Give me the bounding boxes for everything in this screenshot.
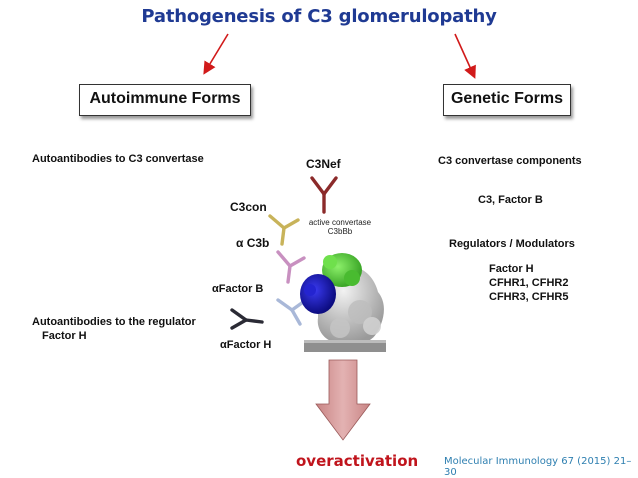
alpha-c3b-text: α C3b	[236, 236, 270, 250]
convertase-components-heading: C3 convertase components	[438, 155, 582, 167]
regulator-item: CFHR1, CFHR2	[489, 277, 569, 289]
arrow-to-genetic	[454, 33, 476, 79]
alpha-c3b-label: α C3b	[236, 236, 269, 250]
regulators-heading: Regulators / Modulators	[449, 238, 575, 250]
factor-h-antibody-icon	[230, 308, 264, 330]
factor-h-label: Factor H	[42, 330, 87, 342]
regulators-list: Factor H CFHR1, CFHR2 CFHR3, CFHR5	[489, 262, 568, 304]
c3bbb-text: C3bBb	[327, 227, 353, 236]
autoimmune-forms-box: Autoimmune Forms	[79, 84, 251, 116]
page-title: Pathogenesis of C3 glomerulopathy	[141, 6, 497, 27]
overactivation-arrow	[315, 359, 371, 441]
c3nef-antibody-icon	[310, 176, 338, 214]
active-convertase-text: active convertase	[308, 218, 372, 227]
c3con-antibody-icon	[268, 214, 300, 246]
factor-b-antibody-icon	[276, 298, 308, 326]
citation: Molecular Immunology 67 (2015) 21–30	[444, 456, 632, 478]
c3nef-label: C3Nef	[306, 157, 341, 171]
c3con-label: C3con	[230, 200, 267, 214]
autoantibodies-regulator-label: Autoantibodies to the regulator	[32, 316, 196, 328]
c3b-antibody-icon	[276, 250, 306, 284]
alpha-factor-b-label: αFactor B	[212, 283, 264, 295]
regulator-item: CFHR3, CFHR5	[489, 291, 569, 303]
active-convertase-label: active convertase C3bBb	[300, 218, 380, 236]
alpha-factor-h-label: αFactor H	[220, 339, 272, 351]
regulator-item: Factor H	[489, 263, 534, 275]
c3bbb-protein-structure	[300, 253, 384, 344]
genetic-forms-box: Genetic Forms	[443, 84, 571, 116]
overactivation-label: overactivation	[296, 452, 419, 470]
autoantibodies-convertase-label: Autoantibodies to C3 convertase	[32, 153, 204, 165]
convertase-components-list: C3, Factor B	[478, 194, 543, 206]
arrow-to-autoimmune	[203, 33, 229, 75]
